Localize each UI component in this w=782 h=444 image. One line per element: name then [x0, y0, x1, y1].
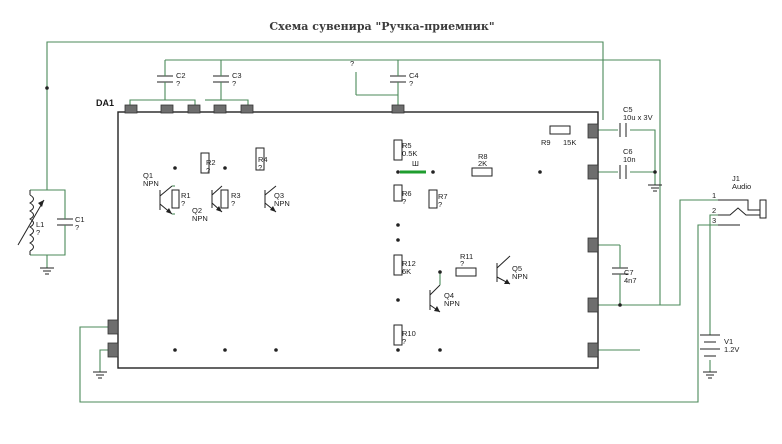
- svg-text:NPN: NPN: [512, 272, 528, 281]
- junction-dots: [45, 86, 657, 352]
- svg-text:?: ?: [402, 337, 406, 346]
- svg-text:10u x 3V: 10u x 3V: [623, 113, 653, 122]
- svg-text:R1: R1: [181, 191, 191, 200]
- svg-text:?: ?: [176, 79, 180, 88]
- svg-text:?: ?: [460, 259, 464, 268]
- svg-text:Q3: Q3: [274, 191, 284, 200]
- svg-text:Q5: Q5: [512, 264, 522, 273]
- resistor-r3: R3 ?: [220, 189, 241, 209]
- svg-text:15K: 15K: [563, 138, 576, 147]
- svg-text:NPN: NPN: [274, 199, 290, 208]
- svg-text:R10: R10: [402, 329, 416, 338]
- svg-text:C3: C3: [232, 71, 242, 80]
- transistor-q5: Q5 NPN: [496, 255, 528, 285]
- svg-text:?: ?: [75, 223, 79, 232]
- svg-text:2K: 2K: [478, 159, 487, 168]
- diagram-title: Схема сувенира "Ручка-приемник": [269, 20, 494, 33]
- svg-text:?: ?: [36, 228, 40, 237]
- svg-text:0.5K: 0.5K: [402, 149, 417, 158]
- resistor-r6: R6 ?: [393, 184, 412, 206]
- svg-text:C4: C4: [409, 71, 419, 80]
- svg-text:R4: R4: [258, 155, 268, 164]
- svg-text:1: 1: [712, 191, 716, 200]
- svg-text:NPN: NPN: [143, 179, 159, 188]
- svg-text:NPN: NPN: [444, 299, 460, 308]
- svg-text:R5: R5: [402, 141, 412, 150]
- capacitor-c2: C2 ?: [157, 70, 186, 90]
- resistor-r4: R4 ?: [255, 147, 268, 172]
- svg-text:R8: R8: [478, 152, 488, 161]
- resistor-r12: R12 6K: [393, 254, 416, 276]
- resistor-r9: R9 15K: [541, 125, 576, 147]
- resistor-r10: R10 ?: [393, 324, 416, 346]
- audio-jack-j1: J1 Audio 1 2 3: [712, 174, 767, 226]
- ground-symbol-left: [40, 267, 54, 275]
- svg-text:?: ?: [231, 199, 235, 208]
- resistor-r8: R8 2K: [471, 152, 493, 177]
- svg-text:Q2: Q2: [192, 206, 202, 215]
- capacitor-c1: C1 ?: [57, 215, 85, 232]
- svg-text:C7: C7: [624, 268, 634, 277]
- svg-text:?: ?: [402, 197, 406, 206]
- svg-text:?: ?: [232, 79, 236, 88]
- ic-da1-body: [117, 111, 599, 369]
- svg-text:C2: C2: [176, 71, 186, 80]
- svg-text:J1: J1: [732, 174, 740, 183]
- svg-text:2: 2: [712, 206, 716, 215]
- svg-text:1.2V: 1.2V: [724, 345, 739, 354]
- transistor-q1: Q1 NPN: [143, 171, 175, 215]
- svg-text:R2: R2: [206, 158, 216, 167]
- resistor-r2: R2 ?: [200, 152, 216, 175]
- capacitor-c5: C5 10u x 3V: [619, 105, 653, 137]
- svg-text:R11: R11: [460, 252, 473, 261]
- capacitor-c4: C4 ?: [390, 70, 419, 90]
- svg-text:C1: C1: [75, 215, 85, 224]
- svg-text:R7: R7: [438, 192, 448, 201]
- svg-text:4n7: 4n7: [624, 276, 637, 285]
- capacitor-c6: C6 10n: [619, 147, 636, 179]
- svg-text:6K: 6K: [402, 267, 411, 276]
- ground-symbol-chip: [93, 371, 107, 379]
- svg-text:?: ?: [409, 79, 413, 88]
- capacitor-c3: C3 ?: [213, 70, 242, 90]
- svg-text:R3: R3: [231, 191, 241, 200]
- inductor-l1: L1 ?: [17, 190, 45, 255]
- svg-text:NPN: NPN: [192, 214, 208, 223]
- svg-text:?: ?: [206, 166, 210, 175]
- ground-symbol-right: [648, 184, 662, 192]
- svg-text:L1: L1: [36, 220, 44, 229]
- ic-pins: [107, 104, 599, 358]
- ic-da1-label: DA1: [96, 98, 114, 108]
- resistor-r1: R1 ?: [171, 189, 191, 209]
- svg-text:10n: 10n: [623, 155, 636, 164]
- capacitor-c7: C7 4n7: [612, 265, 637, 285]
- svg-text:R9: R9: [541, 138, 551, 147]
- transistor-q3: Q3 NPN: [264, 185, 290, 213]
- svg-text:3: 3: [712, 216, 716, 225]
- svg-text:?: ?: [181, 199, 185, 208]
- resistor-r11: R11 ?: [455, 252, 477, 277]
- resistor-r5: R5 0.5K: [393, 139, 417, 161]
- ground-symbol-battery: [703, 371, 717, 379]
- svg-text:?: ?: [438, 200, 442, 209]
- short-jumper: Ш: [400, 159, 426, 174]
- svg-text:?: ?: [258, 163, 262, 172]
- unknown-marker: ?: [350, 59, 354, 68]
- transistor-q4: Q4 NPN: [429, 272, 460, 313]
- transistor-q2: Q2 NPN: [192, 185, 223, 223]
- battery-v1: V1 1.2V: [700, 334, 739, 357]
- svg-text:C6: C6: [623, 147, 633, 156]
- svg-text:Ш: Ш: [412, 159, 419, 168]
- svg-text:Q4: Q4: [444, 291, 454, 300]
- svg-text:Audio: Audio: [732, 182, 751, 191]
- svg-text:Q1: Q1: [143, 171, 153, 180]
- svg-text:C5: C5: [623, 105, 633, 114]
- svg-text:R12: R12: [402, 259, 416, 268]
- resistor-r7: R7 ?: [428, 189, 448, 209]
- svg-text:R6: R6: [402, 189, 412, 198]
- svg-text:V1: V1: [724, 337, 733, 346]
